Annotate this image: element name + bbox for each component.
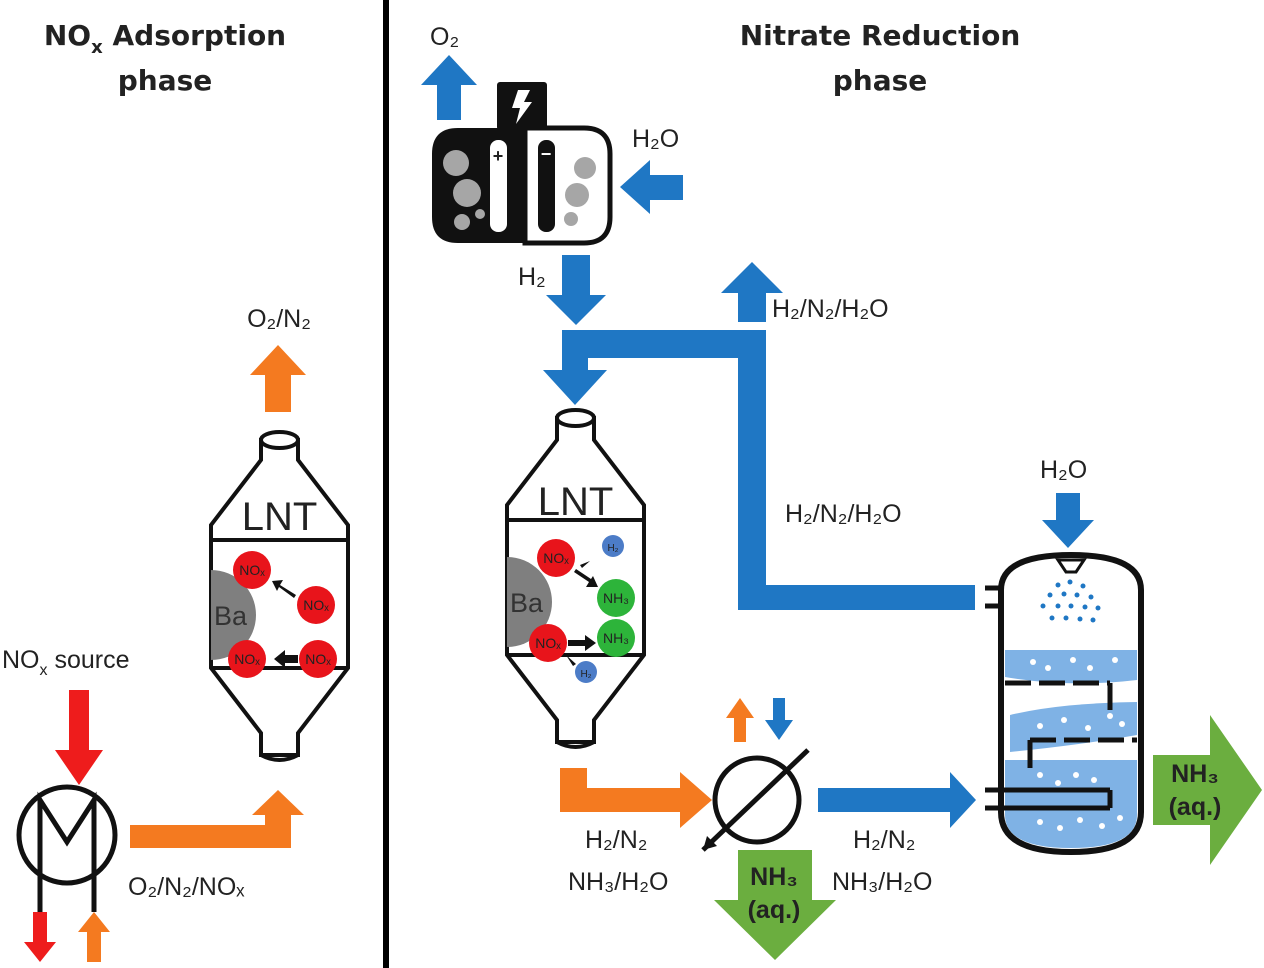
anode-sign: + xyxy=(493,146,504,166)
nh3-product-label: NH₃ xyxy=(1171,760,1219,788)
cathode xyxy=(538,140,555,232)
nox-species xyxy=(299,640,337,678)
heat-exchanger xyxy=(16,784,118,912)
nox-species-label: NOₓ xyxy=(239,562,265,578)
nh3-product-arrow-right xyxy=(1153,715,1262,865)
gas-liquid-separator xyxy=(701,748,810,852)
ba-label: Ba xyxy=(510,588,544,618)
nox-species-label: NOₓ xyxy=(305,651,331,667)
right-lnt-reactor: LNT Ba NOₓ H₂ NH₃ NOₓ NH₃ H₂ xyxy=(505,408,646,749)
nh3-species xyxy=(597,619,635,657)
feed-to-lnt-pipe xyxy=(130,790,304,848)
coolant-out-arrow xyxy=(765,698,793,740)
outlet-gas-label: O₂/N₂ xyxy=(247,305,311,333)
coolant-in-arrow xyxy=(78,912,110,962)
separator-out-label: H₂/N₂ xyxy=(853,826,915,854)
nh3-species-label: NH₃ xyxy=(603,630,629,646)
scrubber-gas-label: H₂/N₂/H₂O xyxy=(785,500,902,528)
hydrogen-label: H₂ xyxy=(518,263,546,291)
nox-source-label: NOx source xyxy=(2,646,129,679)
electrolyzer: + − xyxy=(432,82,613,246)
ba-storage xyxy=(211,570,256,660)
water-in-label: H₂O xyxy=(632,125,679,153)
nox-species xyxy=(297,586,335,624)
nox-species xyxy=(228,640,266,678)
separator-to-scrubber-pipe xyxy=(818,772,976,828)
anode xyxy=(490,140,507,232)
scrubber-column xyxy=(985,551,1144,856)
oxygen-arrow xyxy=(421,55,477,120)
nh3-product-arrow-bottom xyxy=(714,850,836,960)
reaction-arrow xyxy=(580,561,590,568)
cathode-sign: − xyxy=(541,144,552,164)
ba-label: Ba xyxy=(214,601,248,631)
h2-species-label: H₂ xyxy=(607,543,618,554)
right-phase-title-line2: phase xyxy=(833,64,928,97)
lightning-icon xyxy=(512,90,532,124)
water-in-arrow xyxy=(620,160,683,214)
left-lnt-reactor: LNT Ba NOₓ NOₓ NOₓ NOₓ xyxy=(209,430,350,762)
coolant-in-arrow xyxy=(726,698,754,742)
vent-gas-label: H₂/N₂/H₂O xyxy=(772,295,889,323)
oxygen-label: O₂ xyxy=(430,23,459,51)
nox-species xyxy=(529,624,567,662)
coolant-out-arrow xyxy=(24,912,56,962)
left-phase-title: NOx Adsorption xyxy=(44,19,286,58)
nox-feed-arrow xyxy=(55,690,103,785)
h2-species-label: H₂ xyxy=(580,669,591,680)
separator-in-label-2: NH₃/H₂O xyxy=(568,868,668,896)
h2-species xyxy=(575,661,597,683)
reaction-arrow xyxy=(566,655,576,666)
nh3-product-label: NH₃ xyxy=(750,863,798,891)
reaction-arrow xyxy=(574,569,598,587)
vent-arrow xyxy=(721,262,783,322)
scrubber-water-arrow xyxy=(1042,493,1094,548)
feed-gas-label: O₂/N₂/NOₓ xyxy=(128,873,245,901)
right-phase-title: Nitrate Reduction xyxy=(740,19,1021,52)
outlet-to-separator-pipe xyxy=(560,768,712,828)
nh3-product-label-2: (aq.) xyxy=(1169,793,1222,821)
reaction-arrow xyxy=(568,635,596,651)
nox-species xyxy=(233,551,271,589)
nox-species-label: NOₓ xyxy=(543,550,569,566)
nh3-species-label: NH₃ xyxy=(603,590,629,606)
adsorption-arrow xyxy=(272,580,296,598)
nh3-product-label-2: (aq.) xyxy=(748,896,801,924)
nh3-species xyxy=(597,579,635,617)
left-phase-title-line2: phase xyxy=(118,64,213,97)
separator-in-label: H₂/N₂ xyxy=(585,826,647,854)
nox-species xyxy=(537,539,575,577)
separator-out-label-2: NH₃/H₂O xyxy=(832,868,932,896)
adsorption-arrow xyxy=(274,650,298,668)
nox-species-label: NOₓ xyxy=(535,635,561,651)
outlet-arrow xyxy=(250,345,306,412)
scrubber-water-label: H₂O xyxy=(1040,456,1087,484)
nox-species-label: NOₓ xyxy=(303,597,329,613)
lnt-label: LNT xyxy=(538,480,614,524)
ba-storage xyxy=(507,557,552,647)
lnt-label: LNT xyxy=(242,495,318,539)
h2-species xyxy=(602,535,624,557)
nox-species-label: NOₓ xyxy=(234,651,260,667)
hydrogen-arrow xyxy=(546,255,606,325)
recycle-pipe xyxy=(543,330,975,610)
